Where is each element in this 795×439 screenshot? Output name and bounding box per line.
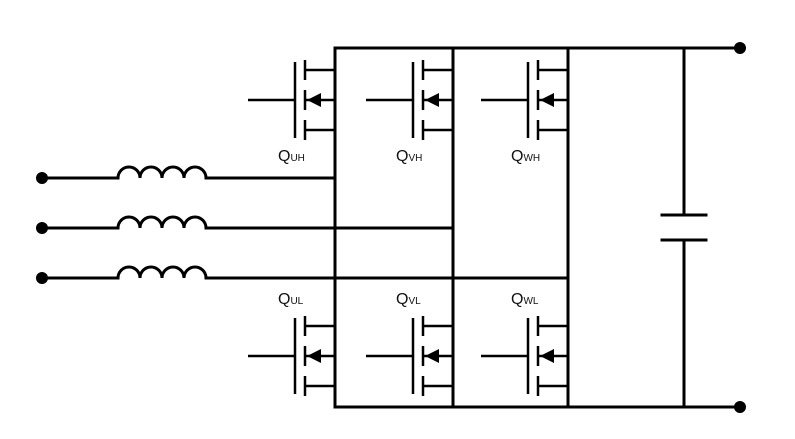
transistor-label-wl: QWL [511, 291, 539, 308]
dc-negative-terminal [734, 401, 746, 413]
transistor-label-subscript: VH [408, 153, 422, 164]
transistor-label-subscript: WH [523, 153, 540, 164]
inductor-w [116, 265, 208, 280]
transistor-label-ul: QUL [278, 291, 304, 308]
transistor-label-main: Q [278, 148, 290, 165]
transistor-label-subscript: WL [523, 296, 538, 307]
phase-u-input [36, 165, 337, 184]
dc-link-capacitor [660, 46, 708, 409]
inductor-u [116, 165, 208, 180]
transistor-label-main: Q [511, 148, 523, 165]
transistor-label-vl: QVL [396, 291, 421, 308]
phase-w-input [36, 265, 570, 284]
transistor-label-subscript: UL [290, 296, 303, 307]
transistor-label-main: Q [396, 291, 408, 308]
transistor-ul: QUL [248, 291, 335, 396]
transistor-wl: QWL [481, 291, 568, 396]
transistor-label-main: Q [511, 291, 523, 308]
inductor-v [116, 215, 208, 230]
transistor-wh: QWH [481, 60, 568, 165]
transistor-label-subscript: UH [290, 153, 304, 164]
transistor-label-uh: QUH [278, 148, 305, 165]
transistor-vl: QVL [366, 291, 453, 396]
transistor-label-wh: QWH [511, 148, 540, 165]
dc-positive-terminal [734, 42, 746, 54]
transistor-uh: QUH [248, 60, 335, 165]
transistor-label-subscript: VL [408, 296, 421, 307]
transistor-label-vh: QVH [396, 148, 422, 165]
transistor-label-main: Q [278, 291, 290, 308]
transistor-vh: QVH [366, 60, 453, 165]
phase-v-input [36, 215, 455, 234]
transistor-label-main: Q [396, 148, 408, 165]
